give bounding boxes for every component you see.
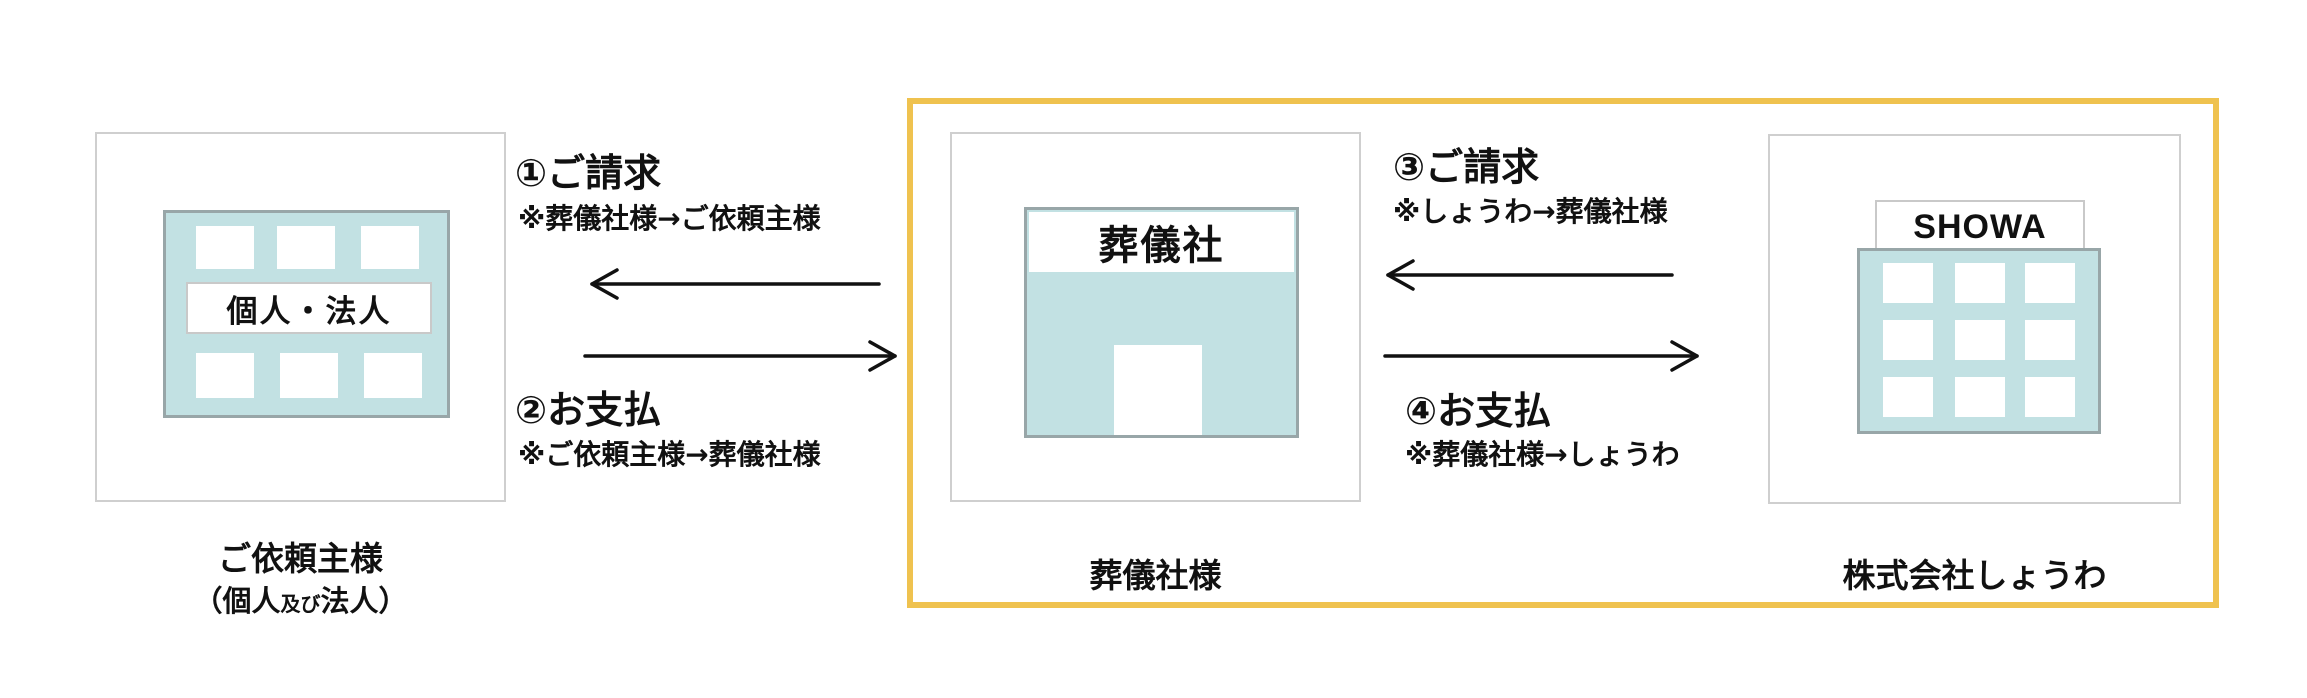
window-icon: [2025, 320, 2075, 360]
step3-subtitle: ※しょうわ→葬儀社様: [1393, 195, 1668, 228]
step2-subtitle: ※ご依頼主様→葬儀社様: [518, 438, 821, 471]
step3-title: ③ご請求: [1393, 145, 1540, 189]
window-icon: [2025, 263, 2075, 303]
window-icon: [2025, 377, 2075, 417]
window-icon: [277, 226, 335, 269]
window-icon: [1883, 320, 1933, 360]
step1-title: ①ご請求: [515, 151, 662, 195]
window-icon: [1883, 263, 1933, 303]
window-icon: [196, 226, 254, 269]
client-label: ご依頼主様: [218, 539, 383, 578]
showa-building-icon: [1857, 248, 2101, 434]
highlight-frame: [907, 98, 2219, 608]
funeral-building-sign: 葬儀社: [1029, 212, 1294, 272]
window-icon: [364, 353, 422, 398]
window-icon: [1955, 263, 2005, 303]
arrow-right-icon: [1383, 340, 1699, 372]
client-sublabel: （個人及び法人）: [193, 584, 408, 618]
arrow-right-icon: [583, 340, 897, 372]
window-icon: [1955, 320, 2005, 360]
arrow-left-icon: [590, 268, 881, 300]
window-icon: [1883, 377, 1933, 417]
arrow-left-icon: [1386, 259, 1674, 291]
window-icon: [361, 226, 419, 269]
step4-subtitle: ※葬儀社様→しょうわ: [1405, 438, 1680, 471]
step4-title: ④お支払: [1405, 389, 1552, 433]
window-icon: [196, 353, 254, 398]
client-building-sign: 個人・法人: [186, 282, 432, 334]
window-icon: [280, 353, 338, 398]
funeral-company-label: 葬儀社様: [1089, 556, 1222, 595]
showa-company-label: 株式会社しょうわ: [1842, 556, 2107, 595]
step1-subtitle: ※葬儀社様→ご依頼主様: [518, 202, 821, 235]
step2-title: ②お支払: [515, 388, 662, 432]
window-icon: [1955, 377, 2005, 417]
door-icon: [1114, 345, 1202, 435]
